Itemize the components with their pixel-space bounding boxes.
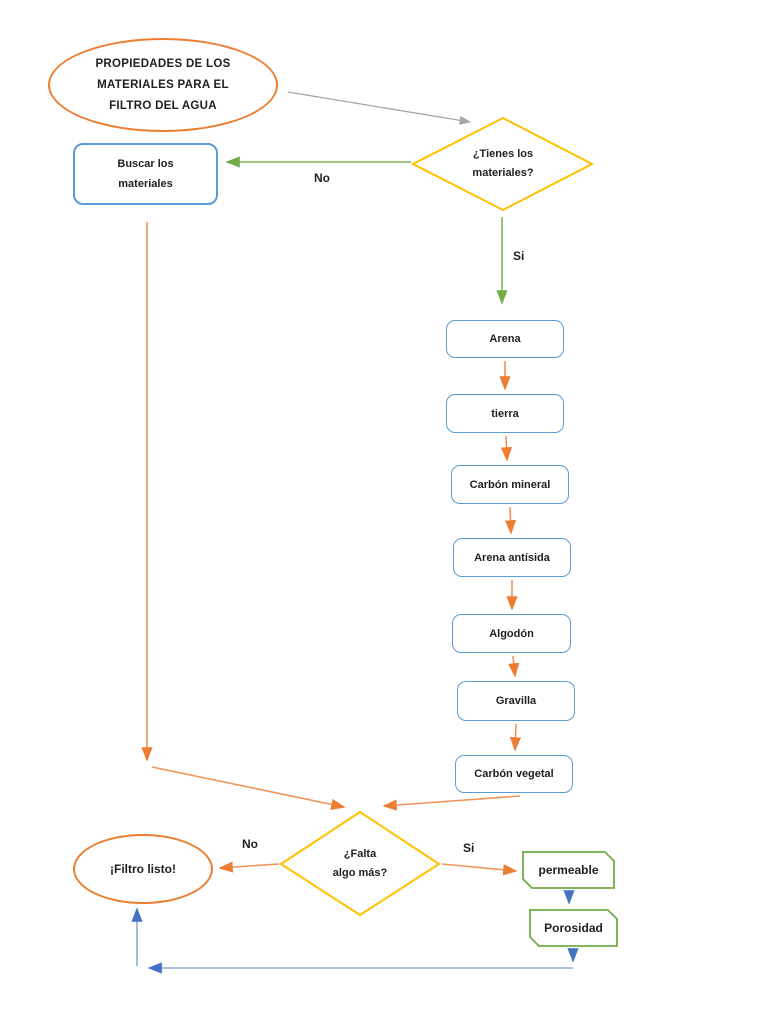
edge-label-no-bottom: No: [242, 837, 258, 851]
decision-falta-shape: [279, 810, 441, 917]
node-buscar-label: Buscar los materiales: [117, 158, 174, 190]
node-arena: Arena: [446, 320, 564, 358]
connector-algodon-gravilla: [508, 655, 520, 678]
node-permeable-label: permeable: [538, 862, 599, 877]
card-permeable-shape: [522, 851, 615, 889]
node-algodon: Algodón: [452, 614, 571, 653]
node-arena-label: Arena: [489, 333, 521, 345]
node-arena-antisida-label: Arena antísida: [474, 551, 550, 564]
node-start: PROPIEDADES DE LOS MATERIALES PARA EL FI…: [48, 38, 278, 132]
connector-gravilla-carbonvegetal: [509, 723, 522, 752]
node-carbon-vegetal: Carbón vegetal: [455, 755, 573, 793]
edge-label-si-bottom: Si: [463, 841, 475, 855]
node-carbon-vegetal-label: Carbón vegetal: [474, 768, 554, 780]
node-filtro-listo: ¡Filtro listo!: [73, 834, 213, 904]
node-buscar: Buscar los materiales: [73, 143, 218, 205]
connector-start-to-decision: [287, 91, 472, 125]
connector-carbonmineral-arenaantisida: [504, 506, 517, 535]
node-filtro-listo-label: ¡Filtro listo!: [110, 862, 176, 876]
node-carbon-mineral: Carbón mineral: [451, 465, 569, 504]
connector-tierra-carbonmineral: [500, 435, 513, 462]
card-porosidad-shape: [529, 909, 618, 947]
node-falta-label: ¿Falta algo más?: [332, 847, 388, 879]
edge-label-si-top: Si: [513, 249, 525, 263]
node-algodon-label: Algodón: [489, 627, 534, 640]
connector-carbonvegetal-to-falta: [382, 795, 521, 811]
node-tienes-label: ¿Tienes los materiales?: [472, 148, 534, 179]
connector-si-to-permeable: [441, 863, 518, 876]
decision-tienes-shape: [410, 116, 595, 212]
node-tierra: tierra: [446, 394, 564, 433]
node-gravilla-label: Gravilla: [495, 695, 537, 707]
edge-label-no-top: No: [314, 171, 330, 185]
node-start-label: PROPIEDADES DE LOS MATERIALES PARA EL FI…: [95, 57, 231, 112]
node-porosidad-label: Porosidad: [544, 920, 603, 935]
connector-no-to-filtrolisto: [218, 861, 280, 873]
node-gravilla: Gravilla: [457, 681, 575, 721]
node-carbon-mineral-label: Carbón mineral: [469, 478, 551, 491]
node-tierra-label: tierra: [491, 407, 519, 420]
connector-left-to-falta: [151, 766, 346, 810]
node-arena-antisida: Arena antísida: [453, 538, 571, 577]
